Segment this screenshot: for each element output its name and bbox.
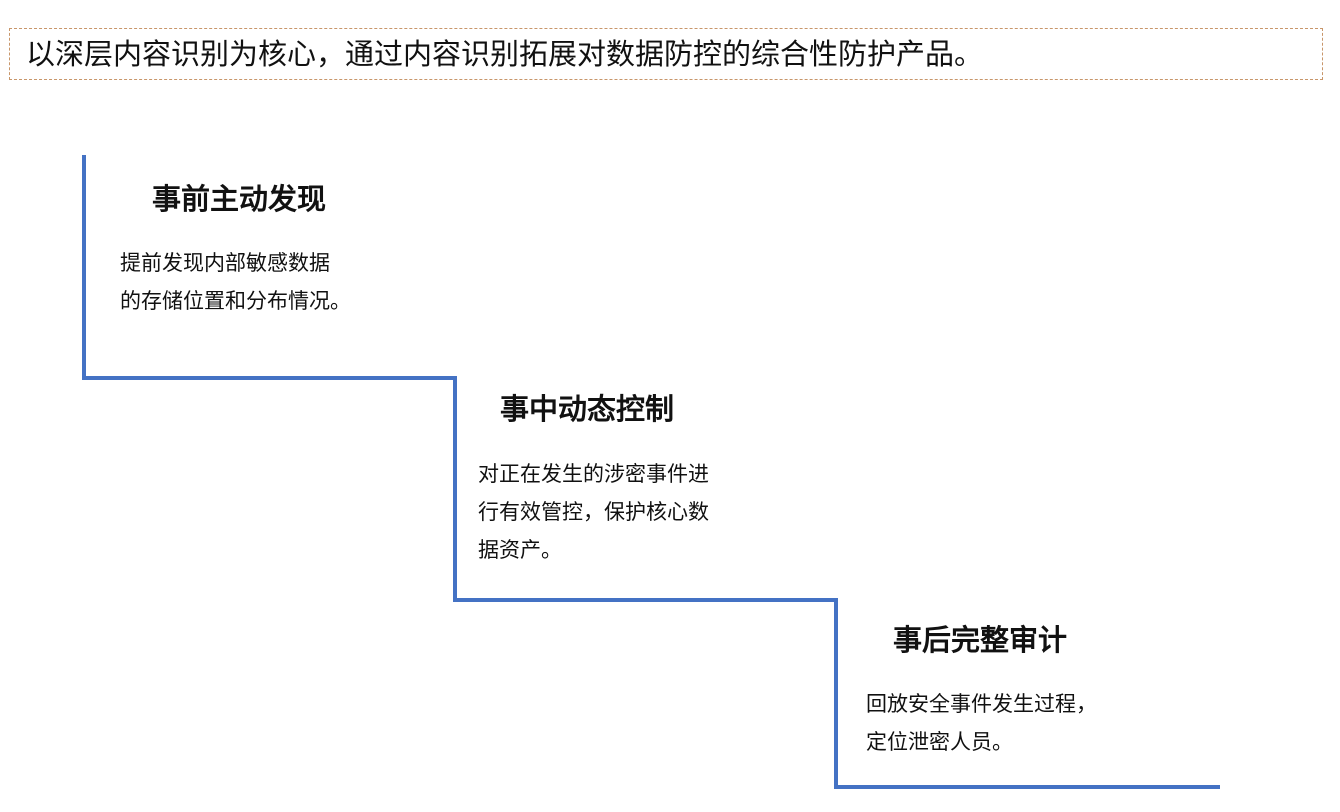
desc-line: 据资产。 [478,538,562,562]
desc-line: 对正在发生的涉密事件进 [478,462,709,486]
step-1-title: 事前主动发现 [152,182,327,216]
desc-line: 回放安全事件发生过程， [866,692,1097,716]
desc-line: 行有效管控，保护核心数 [478,500,709,524]
step-1-description: 提前发现内部敏感数据 的存储位置和分布情况。 [120,244,351,320]
step-2-title: 事中动态控制 [500,392,675,426]
step-2-description: 对正在发生的涉密事件进 行有效管控，保护核心数 据资产。 [478,455,709,569]
step-3-title: 事后完整审计 [893,623,1068,657]
desc-line: 提前发现内部敏感数据 [120,251,330,275]
desc-line: 的存储位置和分布情况。 [120,289,351,313]
desc-line: 定位泄密人员。 [866,730,1013,754]
step-3-description: 回放安全事件发生过程， 定位泄密人员。 [866,685,1097,761]
staircase-path [82,155,1220,789]
headline-box: 以深层内容识别为核心，通过内容识别拓展对数据防控的综合性防护产品。 [9,28,1323,80]
